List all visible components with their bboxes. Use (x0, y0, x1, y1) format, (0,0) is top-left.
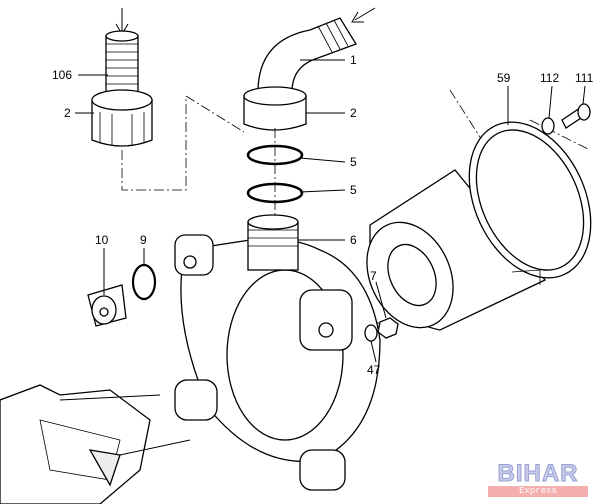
nut-7 (377, 317, 399, 339)
washer-47 (364, 324, 378, 342)
threaded-neck-6 (247, 214, 299, 271)
pump-head-fragment (0, 384, 191, 504)
watermark-logo: BIHAR Express (488, 460, 588, 498)
callout-1: 1 (350, 53, 357, 67)
leader-lines (75, 59, 586, 363)
callout-2-left: 2 (64, 106, 71, 120)
callout-5-top: 5 (350, 155, 357, 169)
callout-7: 7 (370, 269, 377, 283)
bolt-111 (561, 103, 591, 129)
hose-nipple-106 (105, 30, 139, 93)
callout-2-right: 2 (350, 106, 357, 120)
inlet-arrow-left (115, 8, 129, 35)
callout-59: 59 (497, 71, 511, 85)
center-line-left (121, 95, 245, 191)
inlet-arrow-right (351, 7, 376, 23)
union-nut-2-left (91, 89, 153, 147)
callout-47: 47 (367, 363, 381, 377)
watermark-subtitle: Express (488, 486, 588, 497)
pump-housing (174, 234, 381, 491)
callout-9: 9 (140, 233, 147, 247)
watermark-title: BIHAR (497, 460, 579, 487)
callout-10: 10 (95, 233, 109, 247)
callout-106: 106 (52, 68, 72, 82)
bell-housing-59 (366, 121, 592, 331)
valve-10 (87, 284, 127, 327)
callout-111: 111 (575, 71, 594, 85)
elbow-hose-1 (257, 17, 357, 93)
washer-112 (541, 117, 555, 135)
o-ring-9 (131, 263, 157, 301)
union-nut-2-right (243, 86, 307, 131)
callout-5-bottom: 5 (350, 183, 357, 197)
callout-6: 6 (350, 233, 357, 247)
callout-112: 112 (540, 71, 559, 85)
